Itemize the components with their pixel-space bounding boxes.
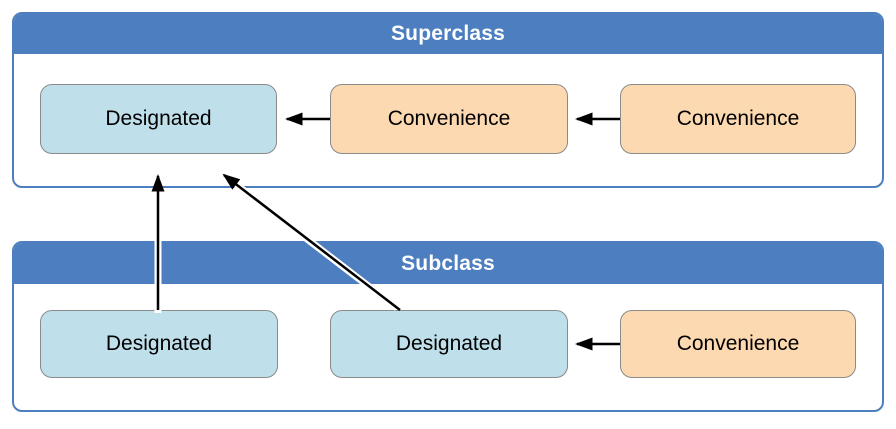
- superclass-convenience-box-1: Convenience: [330, 84, 568, 154]
- subclass-header: Subclass: [14, 243, 882, 284]
- superclass-designated-box: Designated: [40, 84, 277, 154]
- box-label: Convenience: [676, 332, 800, 355]
- box-label: Convenience: [387, 107, 511, 130]
- subclass-convenience-box: Convenience: [620, 310, 856, 378]
- superclass-convenience-box-2: Convenience: [620, 84, 856, 154]
- subclass-title: Subclass: [401, 251, 495, 275]
- superclass-header: Superclass: [14, 14, 882, 54]
- box-label: Designated: [105, 107, 212, 130]
- box-label: Designated: [395, 332, 503, 355]
- subclass-designated-box-2: Designated: [330, 310, 568, 378]
- box-label: Convenience: [676, 107, 800, 130]
- box-label: Designated: [105, 332, 213, 355]
- subclass-designated-box-1: Designated: [40, 310, 278, 378]
- superclass-title: Superclass: [390, 22, 506, 45]
